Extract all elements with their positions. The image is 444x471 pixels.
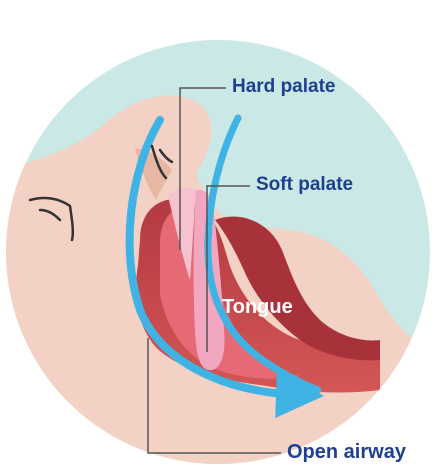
tongue-label: Tongue xyxy=(222,296,293,318)
open-airway-label: Open airway xyxy=(287,441,406,463)
soft-palate-label: Soft palate xyxy=(256,174,353,196)
hard-palate-label: Hard palate xyxy=(232,76,335,98)
